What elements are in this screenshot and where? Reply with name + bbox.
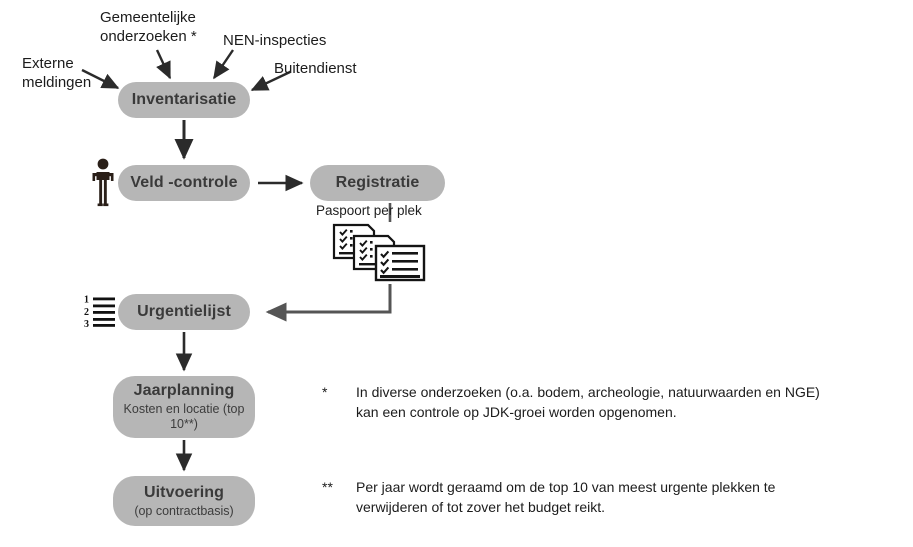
- node-subtitle: Kosten en locatie (top 10**): [123, 402, 245, 431]
- arrow-nen-to-inventarisatie: [213, 49, 234, 80]
- footnote-double-asterisk: ** Per jaar wordt geraamd om de top 10 v…: [322, 477, 882, 518]
- footnote-text: Per jaar wordt geraamd om de top 10 van …: [356, 479, 776, 516]
- footnote-text: In diverse onderzoeken (o.a. bodem, arch…: [356, 384, 820, 421]
- footnote-marker: *: [322, 384, 328, 400]
- inspector-person-icon: [90, 157, 116, 207]
- node-title: Inventarisatie: [131, 90, 237, 108]
- source-label-nen-inspecties: NEN-inspecties: [223, 32, 327, 49]
- node-title: Veld -controle: [130, 173, 238, 191]
- node-title: Uitvoering: [143, 483, 225, 501]
- checklist-documents-icon: [330, 222, 430, 284]
- node-title: Registratie: [335, 173, 420, 191]
- node-title: Urgentielijst: [137, 302, 231, 320]
- numbered-list-icon: 1 2 3: [84, 293, 118, 330]
- arrow-registratie-elbow: [265, 284, 392, 322]
- process-node-registratie[interactable]: Registratie: [310, 165, 445, 201]
- arrow-gemeente-to-inventarisatie: [155, 49, 172, 80]
- process-node-urgentielijst[interactable]: Urgentielijst: [118, 294, 250, 330]
- svg-text:3: 3: [84, 319, 89, 329]
- node-title: Jaarplanning: [133, 382, 235, 400]
- process-node-uitvoering[interactable]: Uitvoering (op contractbasis): [113, 476, 255, 526]
- process-node-jaarplanning[interactable]: Jaarplanning Kosten en locatie (top 10**…: [113, 376, 255, 438]
- caption-paspoort-per-plek: Paspoort per plek: [316, 203, 422, 218]
- svg-text:1: 1: [84, 295, 89, 306]
- source-label-buitendienst: Buitendienst: [274, 60, 357, 77]
- process-node-inventarisatie[interactable]: Inventarisatie: [118, 82, 250, 118]
- node-subtitle: (op contractbasis): [134, 503, 234, 518]
- source-label-externe-meldingen: Externe meldingen: [22, 55, 92, 92]
- footnote-single-asterisk: * In diverse onderzoeken (o.a. bodem, ar…: [322, 382, 882, 423]
- footnote-marker: **: [322, 479, 333, 495]
- process-node-veld-controle[interactable]: Veld -controle: [118, 165, 250, 201]
- source-label-gemeentelijke-onderzoeken: Gemeentelijke onderzoeken *: [100, 9, 197, 46]
- svg-text:2: 2: [84, 307, 89, 318]
